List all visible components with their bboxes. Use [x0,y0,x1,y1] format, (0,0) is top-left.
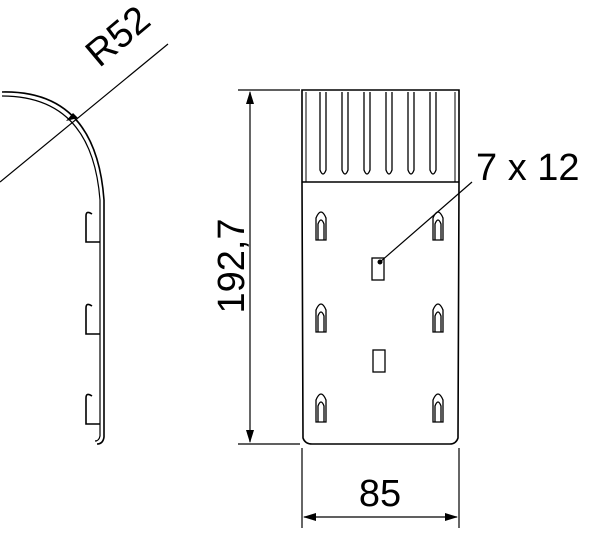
radius-arrow [66,113,78,121]
rib-6 [429,92,437,175]
width-dimension [301,448,460,528]
profile-arc-inner [1,95,101,201]
rib-4 [385,92,393,175]
tab-6 [432,393,444,423]
profile-hook-2 [85,303,100,335]
slot-leader-line [379,181,473,263]
front-plate-view [301,89,473,445]
width-label: 85 [359,473,401,515]
plate-ribs [319,92,437,175]
tab-4 [432,303,444,333]
rib-1 [319,92,327,175]
rib-5 [407,92,415,175]
tab-1 [315,211,327,241]
profile-vertical [96,200,105,445]
rib-3 [363,92,371,175]
height-arrow-top [246,91,254,104]
width-arrow-right [445,513,458,521]
slot-leader-dot [377,259,383,265]
radius-label: R52 [78,0,158,75]
tab-3 [315,303,327,333]
width-arrow-left [303,513,316,521]
profile-vertical-inner [94,200,101,442]
plate-outline [301,89,460,445]
profile-hook-1 [85,211,100,243]
height-label: 192,7 [211,218,253,313]
tab-2 [432,211,444,241]
slot-upper [371,257,385,281]
tab-5 [315,393,327,423]
slot-lower [372,349,386,373]
slot-label: 7 x 12 [476,147,580,189]
rib-2 [341,92,349,175]
height-dimension [238,89,300,445]
plate-tabs [315,211,444,423]
height-arrow-bottom [246,430,254,443]
profile-hook-3 [85,393,100,425]
radius-leader-line [0,43,169,183]
side-profile-view [0,43,169,445]
